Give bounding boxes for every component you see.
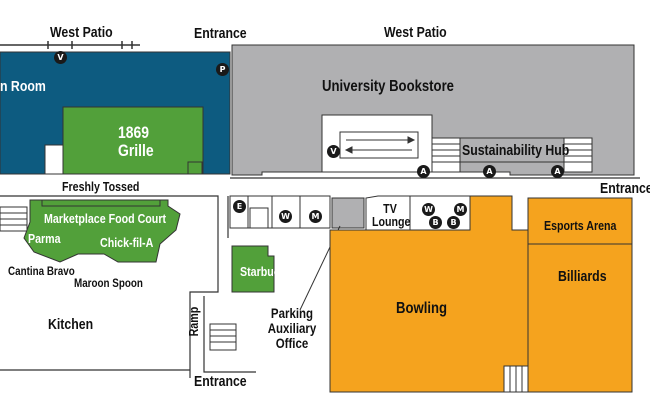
label-food-court: Marketplace Food Court <box>44 211 167 226</box>
mens-restroom-icon: M <box>309 210 322 223</box>
parking-auxiliary-office[interactable] <box>331 197 365 229</box>
vending-icon-2: V <box>327 145 340 158</box>
label-parking-2: Auxiliary <box>267 320 317 336</box>
grille-corner <box>187 161 203 175</box>
label-bookstore: University Bookstore <box>322 78 454 95</box>
west-patio-wall <box>0 41 140 49</box>
label-freshly-tossed: Freshly Tossed <box>62 179 140 194</box>
label-parking-3: Office <box>275 335 309 351</box>
label-ramp: Ramp <box>186 306 201 337</box>
atm-icon-1: A <box>417 165 430 178</box>
ramp-wall <box>203 296 256 373</box>
atm-icon-2: A <box>483 165 496 178</box>
womens-restroom-icon: W <box>279 210 292 223</box>
label-entrance-right: Entrance <box>600 180 650 197</box>
label-entrance-top: Entrance <box>194 25 247 42</box>
billiards[interactable] <box>527 243 633 393</box>
label-billiards: Billiards <box>558 268 607 285</box>
label-kitchen: Kitchen <box>48 316 94 333</box>
stair-lines-2 <box>564 143 592 163</box>
baby-change-icon-2: B <box>447 216 460 229</box>
misc-walls <box>227 177 640 238</box>
mens-restroom-icon-2: M <box>454 203 467 216</box>
womens-restroom-icon-2: W <box>422 203 435 216</box>
stair-lines-3 <box>0 212 27 226</box>
vending-icon: V <box>54 51 67 64</box>
label-grille-2: Grille <box>118 141 154 160</box>
ramp-stairs <box>209 323 237 351</box>
grille-notch <box>44 144 64 175</box>
restroom-walls <box>247 196 301 228</box>
label-bowling: Bowling <box>396 300 448 317</box>
stair-lines-1 <box>432 143 460 163</box>
stair-lines-5 <box>509 366 523 392</box>
marketplace-food-court[interactable] <box>23 199 181 263</box>
parking-icon: P <box>216 63 229 76</box>
stairs-left-sustain <box>431 137 461 173</box>
stair-lines-4 <box>210 329 236 343</box>
escalator-arrows <box>344 136 416 154</box>
label-grille-1: 1869 <box>118 123 150 142</box>
label-maroon-spoon: Maroon Spoon <box>74 276 143 290</box>
label-chickfila: Chick-fil-A <box>100 235 154 250</box>
escalator <box>339 131 419 159</box>
starbucks[interactable] <box>231 245 275 293</box>
label-meeting-room: n Room <box>0 78 46 95</box>
label-tv-2: Lounge <box>371 214 411 229</box>
baby-change-icon-1: B <box>429 216 442 229</box>
grille-1869[interactable] <box>62 106 204 175</box>
label-starbucks: Starbucks <box>240 264 292 279</box>
label-parma: Parma <box>28 231 61 246</box>
label-sustainability: Sustainability Hub <box>462 142 570 159</box>
label-parking-1: Parking <box>270 305 314 321</box>
label-esports: Esports Arena <box>544 218 617 233</box>
elevator-icon: E <box>233 200 246 213</box>
atm-icon-3: A <box>551 165 564 178</box>
label-cantina: Cantina Bravo <box>8 264 75 278</box>
label-entrance-bottom: Entrance <box>194 373 247 390</box>
elevator-stairs <box>249 207 269 229</box>
label-tv-1: TV <box>383 201 397 216</box>
label-west-patio-right: West Patio <box>384 24 447 41</box>
food-court-inner <box>41 200 161 207</box>
label-west-patio-left: West Patio <box>50 24 113 41</box>
lower-left-wall <box>0 195 219 378</box>
